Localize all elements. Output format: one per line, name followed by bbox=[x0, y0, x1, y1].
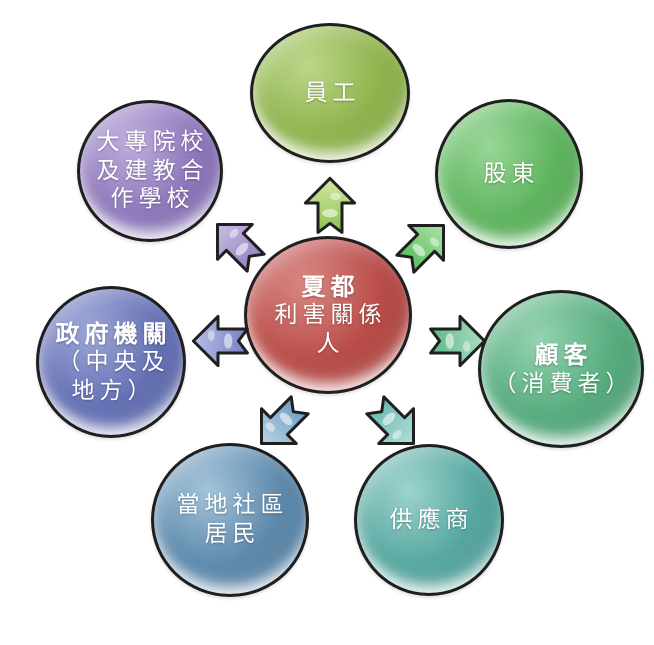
node-label-center: 夏都利害關係人 bbox=[247, 272, 409, 359]
node-government-line: （中央及 bbox=[57, 349, 170, 376]
arrow-to-shareholders-icon bbox=[395, 223, 446, 274]
node-center: 夏都利害關係人 bbox=[244, 236, 412, 394]
node-schools-line: 作學校 bbox=[110, 186, 195, 213]
arrow-to-schools-icon bbox=[215, 222, 266, 273]
node-label-employees: 員工 bbox=[253, 79, 407, 108]
node-employees-line: 員工 bbox=[304, 79, 361, 106]
node-suppliers: 供應商 bbox=[354, 444, 504, 596]
node-customers-line: 顧客 bbox=[534, 339, 593, 369]
node-shareholders-line: 股東 bbox=[483, 160, 540, 187]
node-schools-line: 大專院校 bbox=[96, 129, 209, 156]
node-community-line: 居民 bbox=[204, 521, 261, 547]
node-schools-line: 及建教合 bbox=[96, 157, 209, 184]
node-shareholders: 股東 bbox=[435, 99, 583, 249]
arrow-to-suppliers-icon bbox=[365, 395, 416, 446]
node-label-shareholders: 股東 bbox=[438, 160, 580, 189]
node-government-line: 地方） bbox=[71, 377, 156, 404]
arrow-to-government-icon bbox=[191, 314, 249, 368]
node-community: 當地社區居民 bbox=[151, 443, 309, 597]
node-customers-line: （消費者） bbox=[493, 370, 634, 397]
arrow-to-employees-icon bbox=[303, 176, 357, 234]
node-customers: 顧客（消費者） bbox=[478, 290, 644, 448]
node-label-suppliers: 供應商 bbox=[357, 506, 501, 535]
node-community-line: 當地社區 bbox=[176, 492, 289, 519]
node-label-customers: 顧客（消費者） bbox=[481, 340, 641, 398]
node-schools: 大專院校及建教合作學校 bbox=[77, 100, 223, 242]
node-government-line: 政府機關 bbox=[55, 318, 172, 348]
node-center-line: 夏都 bbox=[301, 271, 360, 301]
arrow-to-community-icon bbox=[259, 395, 310, 446]
node-label-government: 政府機關（中央及地方） bbox=[39, 319, 183, 406]
node-suppliers-line: 供應商 bbox=[389, 506, 474, 533]
arrow-to-customers-icon bbox=[429, 314, 487, 368]
node-label-community: 當地社區居民 bbox=[154, 491, 306, 548]
node-center-line: 利害關係 bbox=[274, 302, 387, 329]
node-center-line: 人 bbox=[316, 330, 345, 357]
node-employees: 員工 bbox=[250, 23, 410, 163]
node-government: 政府機關（中央及地方） bbox=[36, 286, 186, 438]
node-label-schools: 大專院校及建教合作學校 bbox=[80, 128, 220, 214]
